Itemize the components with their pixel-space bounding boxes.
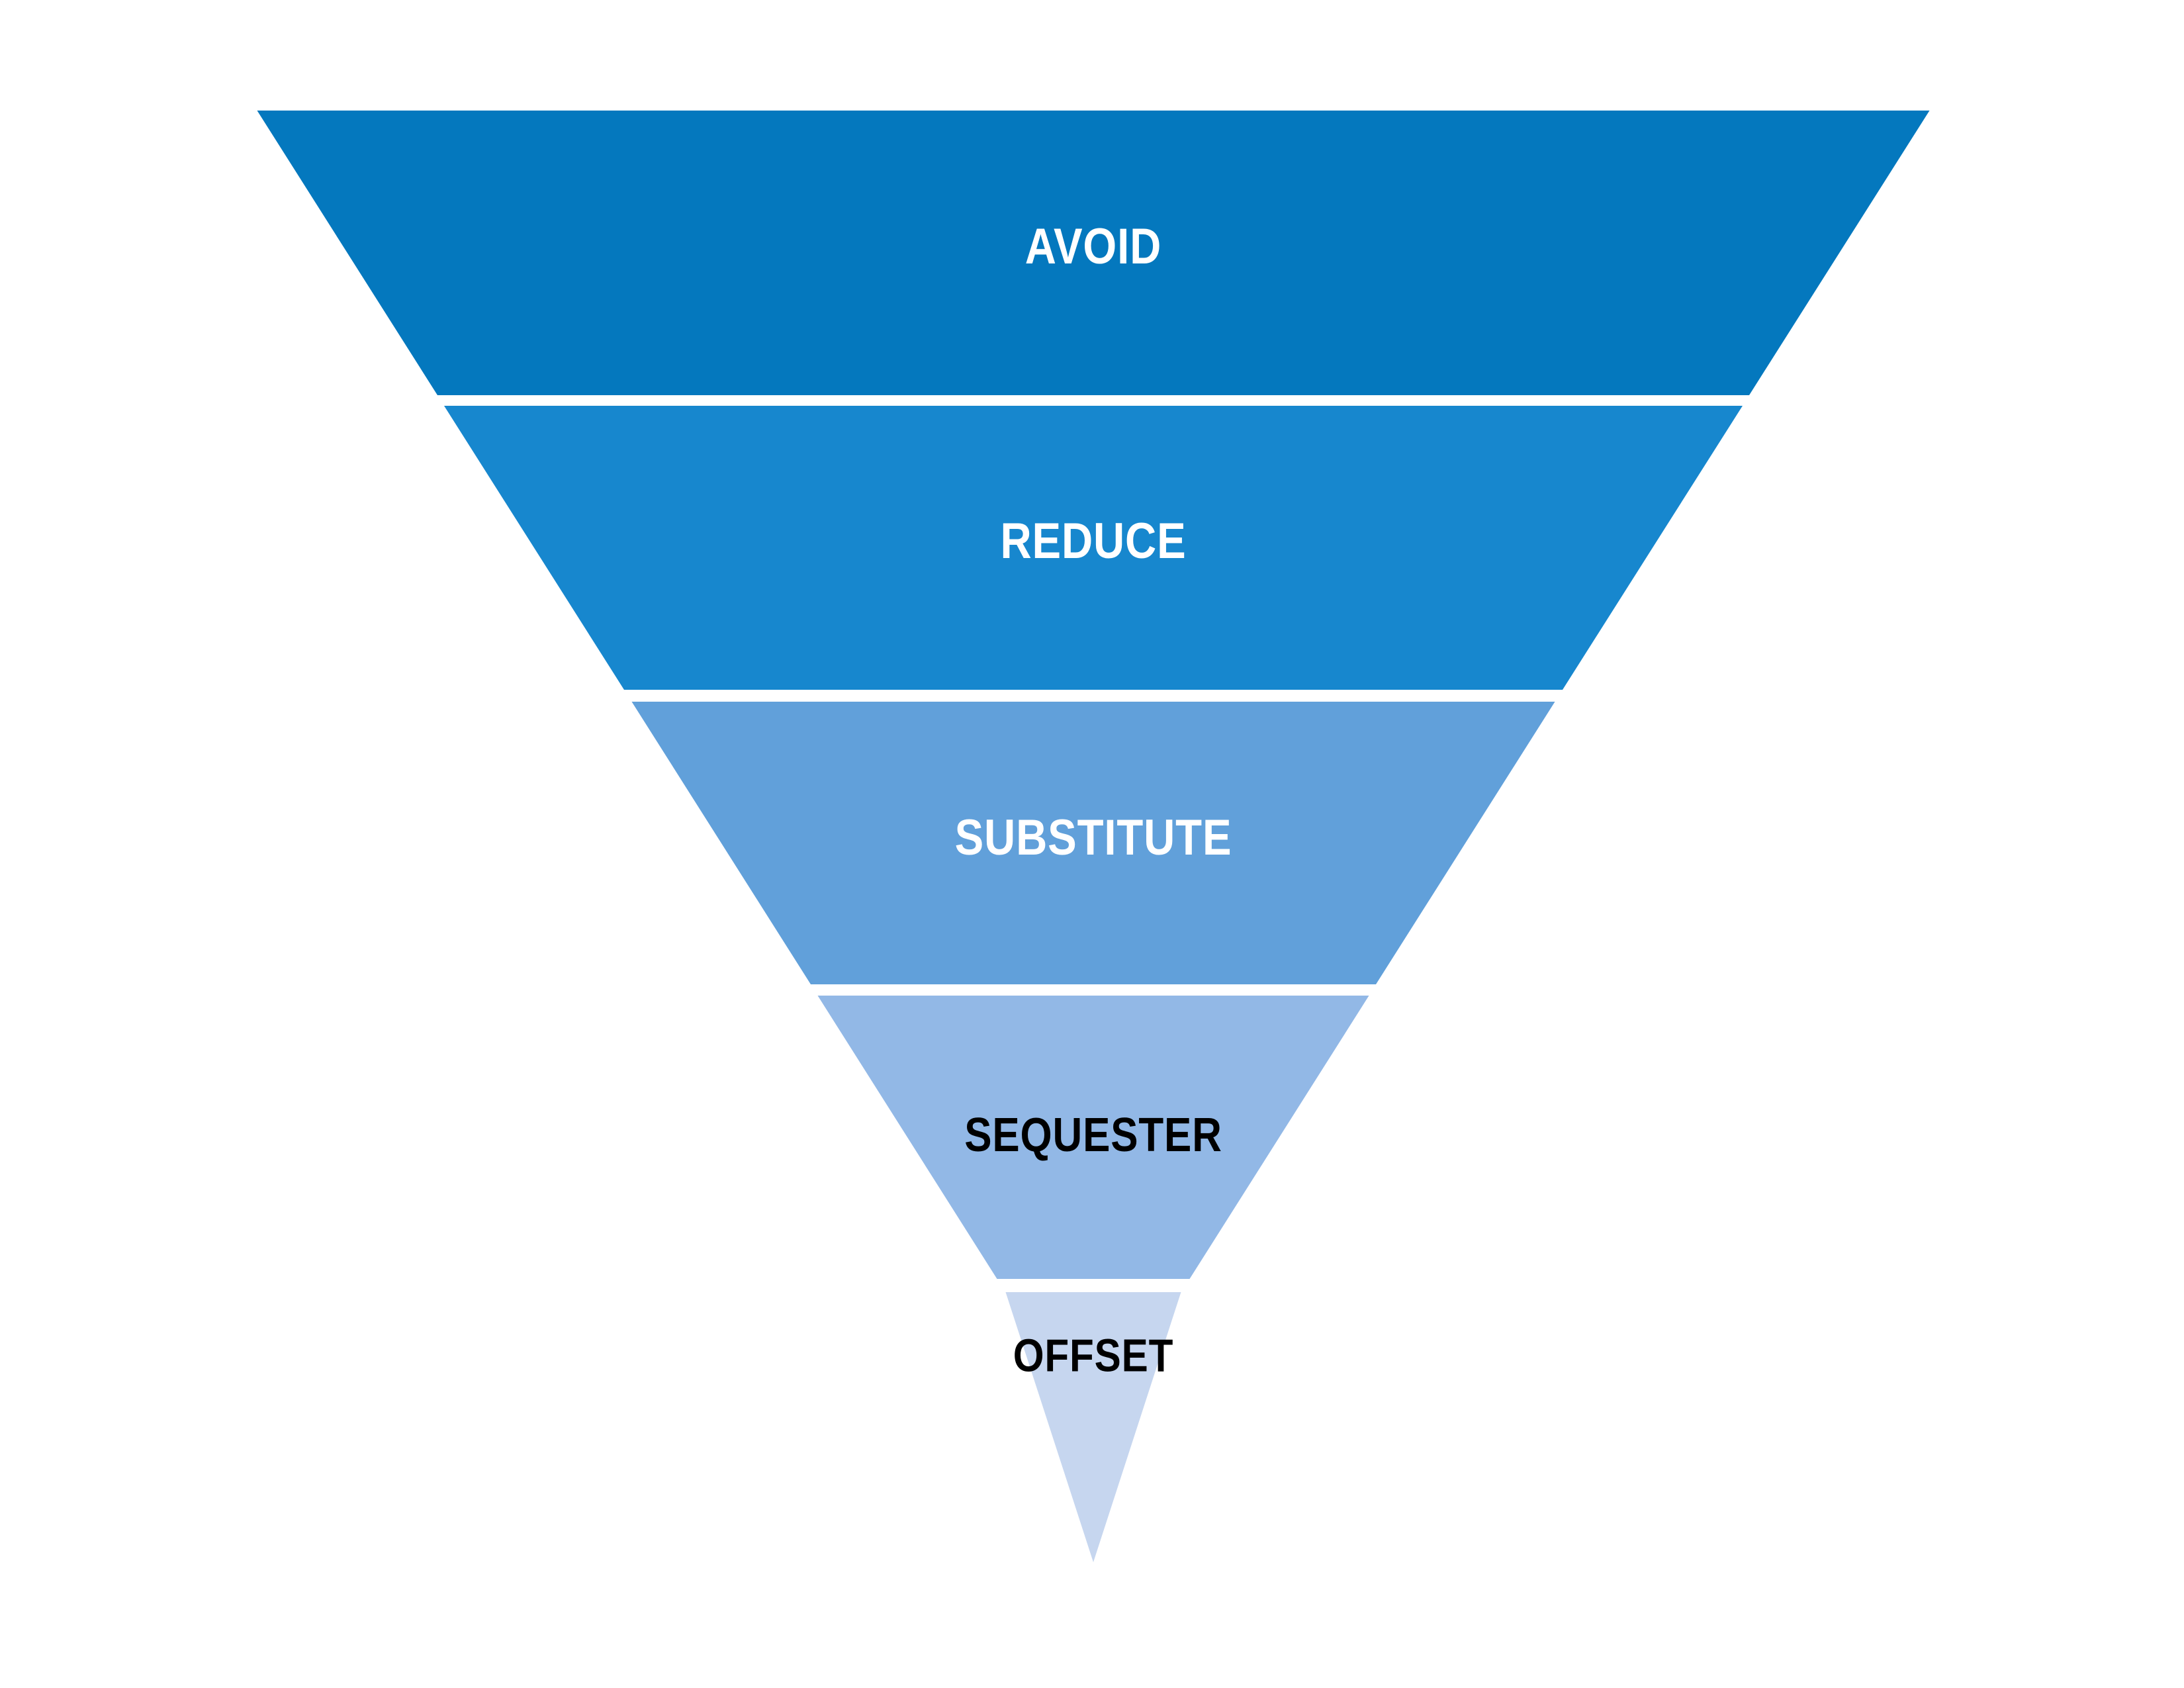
funnel-band-offset-label: OFFSET (1013, 1329, 1174, 1381)
funnel-band-substitute-label: SUBSTITUTE (955, 810, 1232, 867)
funnel-band-sequester-shape[interactable] (817, 996, 1369, 1279)
funnel-band-sequester[interactable]: SEQUESTER (817, 996, 1369, 1279)
funnel-band-offset[interactable]: OFFSET (1005, 1292, 1181, 1562)
funnel-band-reduce-label: REDUCE (1000, 514, 1186, 570)
funnel-band-avoid[interactable]: AVOID (257, 111, 1930, 395)
funnel-band-offset-shape[interactable] (1005, 1292, 1181, 1562)
funnel-band-reduce-shape[interactable] (444, 406, 1743, 690)
funnel-band-substitute[interactable]: SUBSTITUTE (631, 702, 1555, 984)
funnel-band-sequester-label: SEQUESTER (964, 1109, 1222, 1162)
funnel-band-avoid-label: AVOID (1025, 219, 1161, 275)
funnel-band-avoid-shape[interactable] (257, 111, 1930, 395)
funnel-band-substitute-shape[interactable] (631, 702, 1555, 984)
funnel-band-reduce[interactable]: REDUCE (444, 406, 1743, 690)
